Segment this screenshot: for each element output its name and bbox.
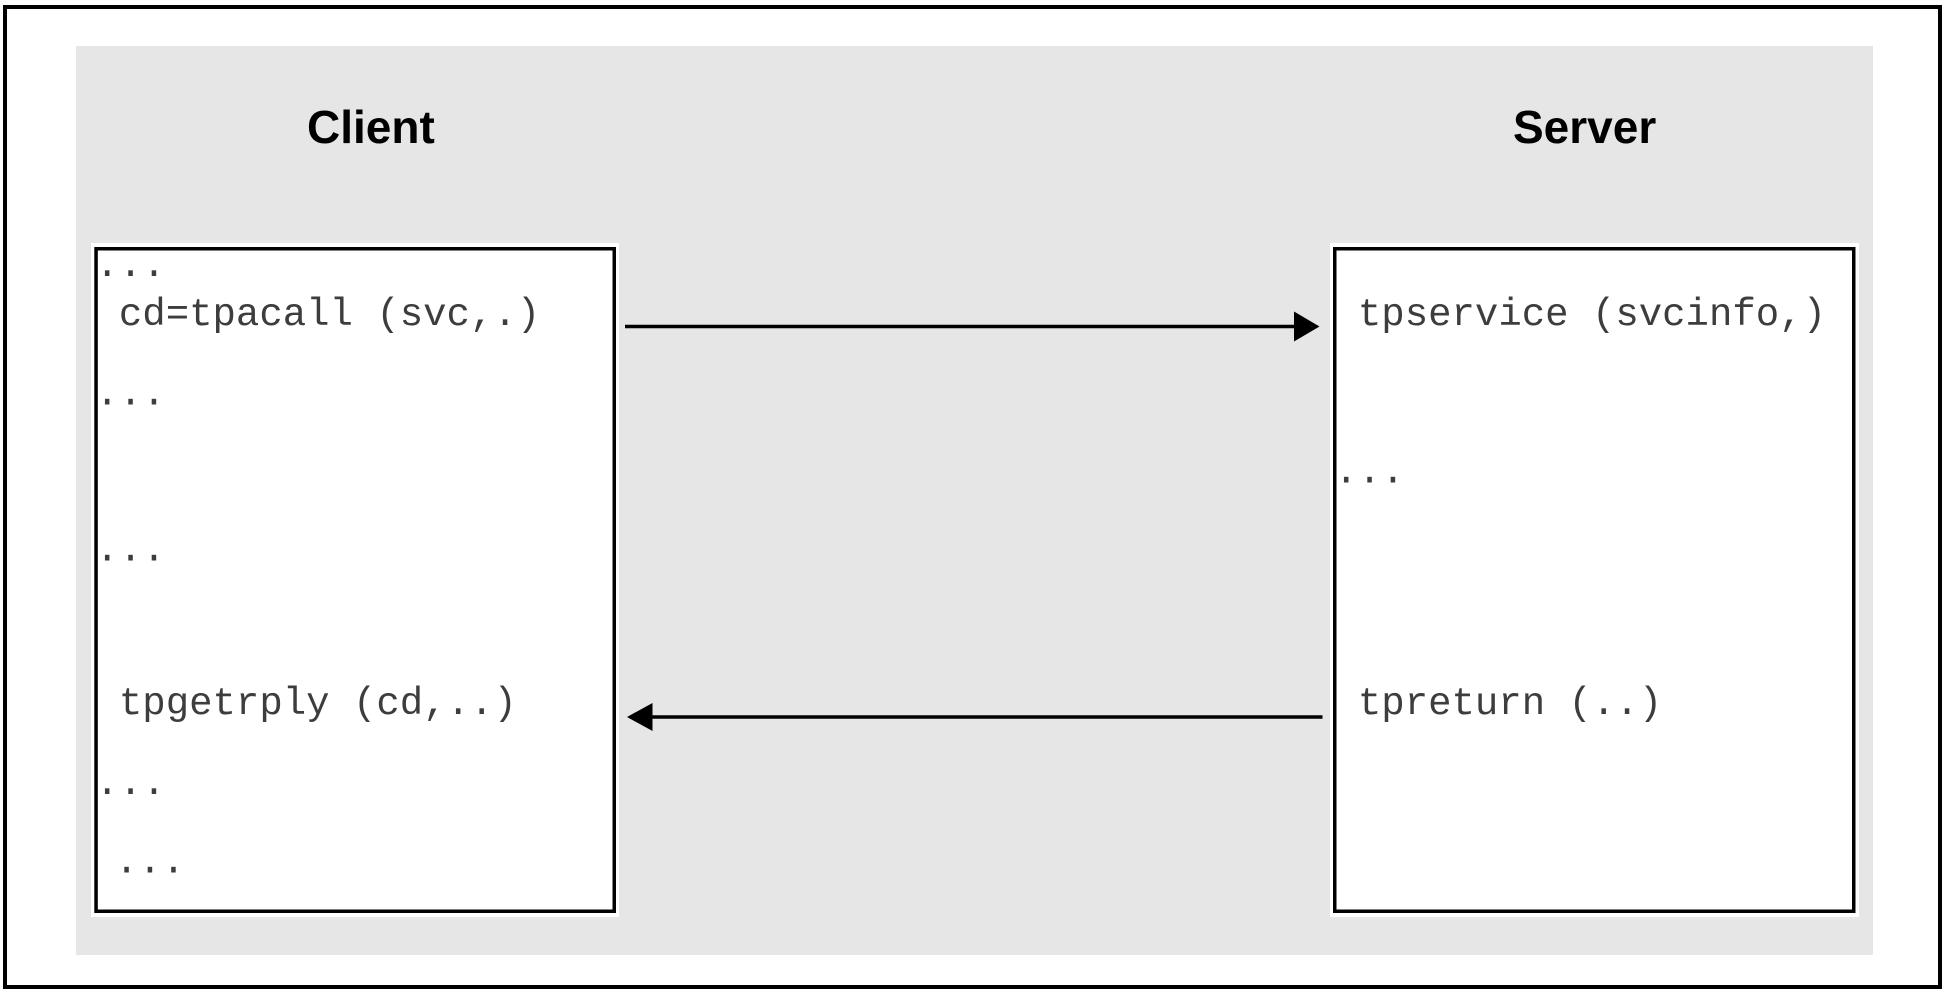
svg-text:tpgetrply (cd,..): tpgetrply (cd,..): [96, 682, 517, 726]
svg-text:...: ...: [96, 528, 166, 572]
svg-text:Client: Client: [307, 101, 435, 153]
svg-text:...: ...: [96, 762, 166, 806]
svg-text:...: ...: [1335, 450, 1405, 494]
svg-text:tpservice (svcinfo,): tpservice (svcinfo,): [1335, 293, 1826, 337]
svg-text:...: ...: [96, 244, 166, 288]
svg-text:cd=tpacall (svc,.): cd=tpacall (svc,.): [96, 293, 541, 337]
svg-text:tpreturn (..): tpreturn (..): [1335, 682, 1663, 726]
svg-text:...: ...: [96, 372, 166, 416]
svg-text:Server: Server: [1513, 101, 1656, 153]
svg-text:...: ...: [92, 841, 186, 885]
